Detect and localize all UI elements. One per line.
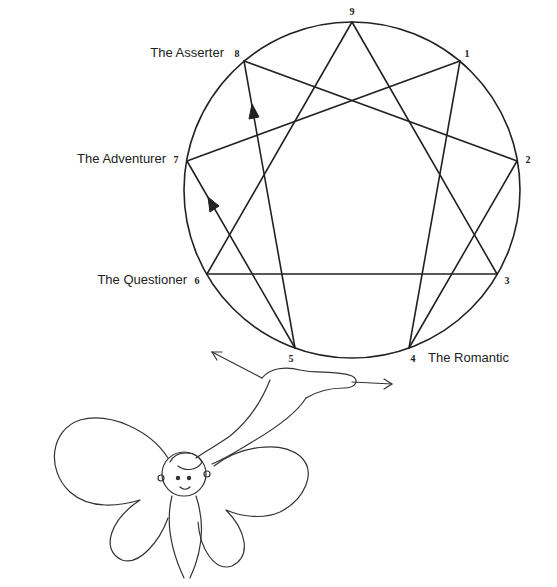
- point-number: 3: [505, 275, 510, 286]
- hair: [170, 453, 202, 469]
- point-number: 4: [411, 353, 416, 364]
- ear: [158, 475, 164, 481]
- point-number: 7: [174, 154, 179, 165]
- chord-line: [244, 61, 517, 161]
- angel-figure: [54, 352, 392, 578]
- eye: [176, 476, 179, 479]
- arm: [212, 398, 306, 464]
- triangle-lines: [207, 22, 497, 274]
- wing: [54, 418, 168, 561]
- pointer-line: [212, 352, 262, 378]
- type-name: The Romantic: [428, 351, 509, 365]
- eye: [187, 476, 190, 479]
- type-name: The Asserter: [150, 46, 224, 60]
- pointer-line: [352, 382, 392, 384]
- wing: [198, 447, 308, 567]
- point-number: 6: [195, 275, 200, 286]
- type-name: The Questioner: [97, 273, 187, 287]
- arm: [196, 380, 270, 458]
- hands: [262, 368, 356, 398]
- point-number: 1: [465, 48, 470, 59]
- arrowhead: [208, 197, 219, 212]
- point-number: 8: [235, 48, 240, 59]
- head: [162, 452, 206, 496]
- pointer-head: [212, 352, 222, 360]
- chord-line: [187, 61, 460, 161]
- chord-line: [207, 22, 352, 274]
- chord-line: [409, 161, 517, 348]
- hexad-lines: [187, 61, 517, 348]
- chord-line: [207, 273, 497, 275]
- arrowhead: [249, 104, 259, 119]
- chord-line: [352, 22, 497, 274]
- robe: [169, 496, 201, 578]
- mouth: [180, 487, 190, 489]
- point-number: 9: [350, 6, 355, 17]
- point-number: 2: [526, 154, 531, 165]
- pointer-head: [384, 379, 392, 389]
- type-name: The Adventurer: [77, 152, 166, 166]
- enneagram-circle: [184, 22, 520, 358]
- chord-line: [187, 161, 295, 348]
- ear: [204, 471, 210, 477]
- point-number: 5: [289, 353, 294, 364]
